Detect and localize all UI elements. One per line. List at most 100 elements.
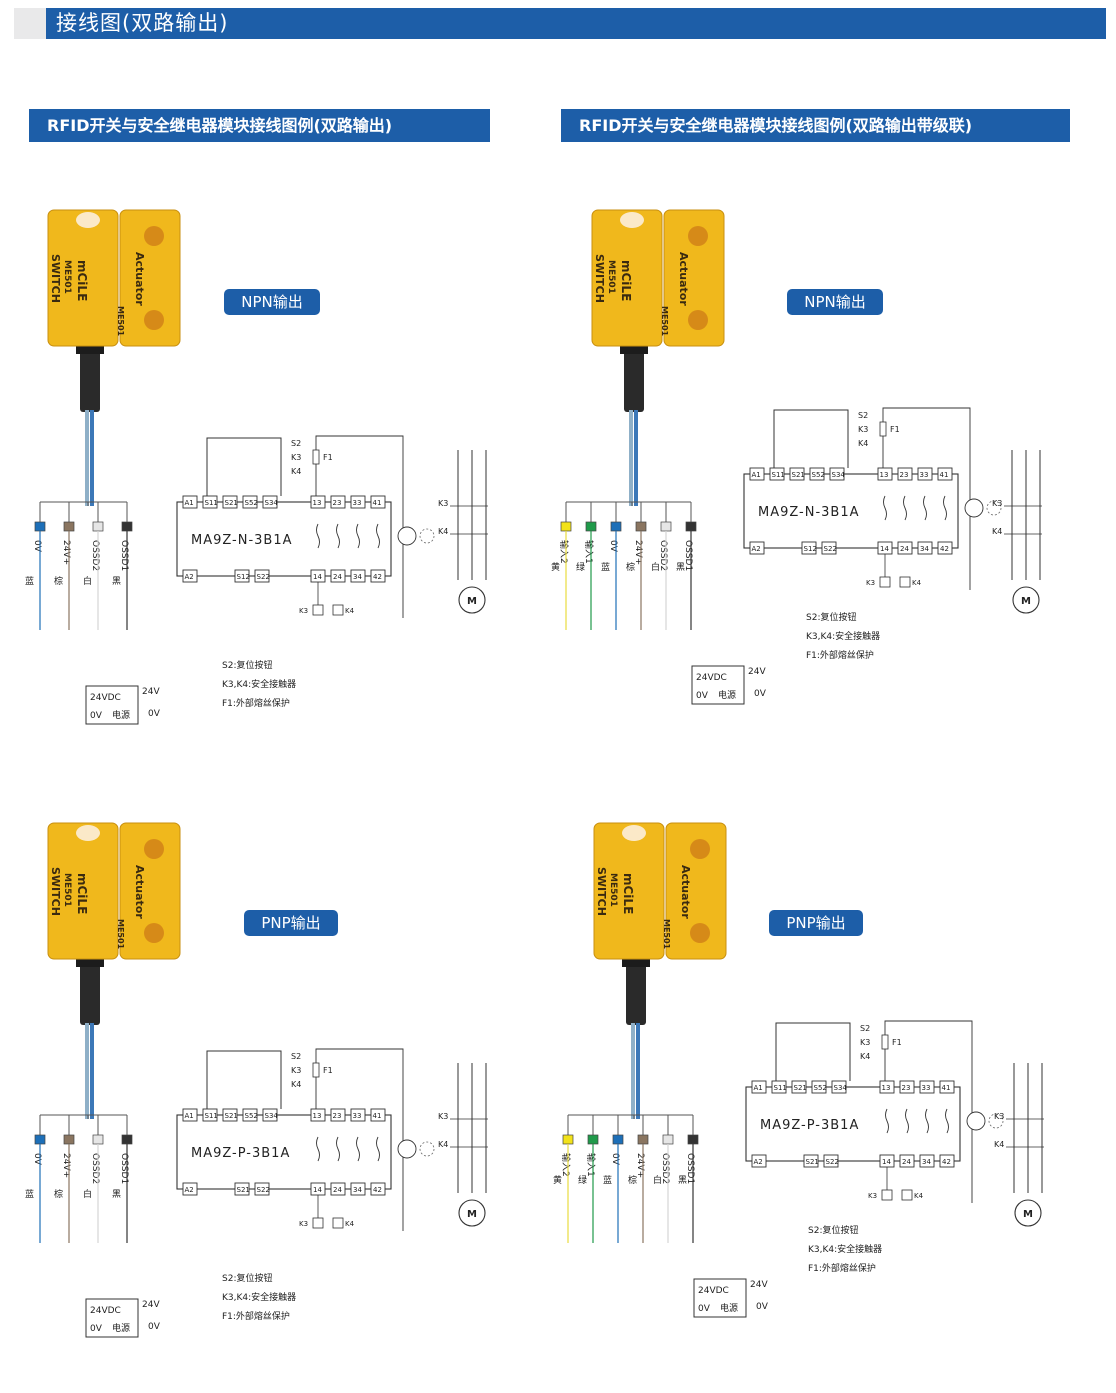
terminal-label: S34: [832, 471, 846, 479]
wire-terminal-swatch: [121, 1134, 133, 1145]
cable-gland: [80, 963, 100, 1025]
contact-symbol: [925, 1108, 929, 1134]
terminal: [749, 541, 765, 555]
terminal: [254, 1182, 270, 1196]
wire-terminal-swatch: [562, 1134, 574, 1145]
wire-signal-label: 输入1: [585, 1153, 597, 1177]
power-zero-label: 0V: [90, 711, 103, 721]
terminal: [350, 569, 366, 583]
terminal-label: 41: [373, 499, 382, 507]
supply-return: [882, 407, 971, 590]
section-title-left: RFID开关与安全继电器模块接线图例(双路输出): [29, 109, 490, 142]
terminal: [350, 1108, 366, 1122]
side-model-label: ME501: [116, 919, 125, 950]
power-zero-label: 0V: [696, 691, 709, 701]
contact-symbol: [356, 1136, 360, 1162]
motor-icon: [1012, 586, 1040, 614]
switch-brand-logo: mCiLE: [75, 873, 89, 914]
wire-color-label: 黑: [112, 576, 121, 587]
wire-terminal-swatch: [34, 1134, 46, 1145]
switch-brand-logo: mCiLE: [621, 873, 635, 914]
terminal: [769, 467, 785, 481]
wire-terminal-swatch: [587, 1134, 599, 1145]
wire-terminal-swatch: [662, 1134, 674, 1145]
terminal: [789, 467, 805, 481]
wire-signal-label: 24V+: [633, 540, 643, 565]
k3-aux-label: K3: [291, 1066, 301, 1075]
indicator-icon: [419, 528, 435, 544]
legend-item: F1:外部熔丝保护: [806, 649, 874, 661]
terminal-label: 23: [333, 499, 342, 507]
terminal-label: 13: [882, 1084, 891, 1092]
wire-signal-label: OSSD1: [119, 540, 129, 571]
s2-label: S2: [291, 1052, 301, 1061]
terminal: [202, 495, 218, 509]
terminal-label: A2: [752, 545, 761, 553]
terminal-label: S21: [794, 1084, 807, 1092]
wire-terminal-swatch: [92, 521, 104, 532]
motor-label: M: [467, 1209, 477, 1220]
wire-signal-label: OSSD1: [685, 1153, 695, 1184]
power-0v-label: 0V: [148, 709, 161, 719]
terminal-label: 13: [880, 471, 889, 479]
terminal: [182, 495, 198, 509]
screw-hole-icon: [144, 310, 164, 330]
terminal: [919, 1080, 935, 1094]
cable-core-a: [631, 1023, 635, 1119]
contactor-k4-label: K4: [438, 1140, 448, 1149]
terminal-label: 33: [922, 1084, 931, 1092]
ground-symbol-icon: [397, 526, 417, 546]
terminal: [310, 495, 326, 509]
coil-k4-label: K4: [345, 1220, 355, 1228]
wire-signal-label: 0V: [32, 1153, 42, 1166]
terminal: [222, 495, 238, 509]
wire-signal-label: OSSD2: [90, 1153, 100, 1184]
terminal-label: 14: [882, 1158, 891, 1166]
power-zero-label: 0V: [698, 1304, 711, 1314]
power-0v-label: 0V: [754, 689, 767, 699]
output-mode-badge-2: NPN输出: [787, 289, 883, 315]
coil-k4-icon: [332, 1217, 344, 1229]
wire-terminal-swatch: [610, 521, 622, 532]
contact-symbol: [336, 1136, 340, 1162]
power-supply: [693, 1278, 747, 1318]
switch-type-label: SWITCH: [595, 867, 608, 916]
terminal-label: 24: [333, 1186, 342, 1194]
terminal: [803, 1154, 819, 1168]
motor-label: M: [1023, 1209, 1033, 1220]
ground-symbol-icon: [964, 498, 984, 518]
coil-k4-label: K4: [914, 1192, 924, 1200]
terminal-label: 33: [353, 499, 362, 507]
terminal: [751, 1080, 767, 1094]
terminal-label: S12: [804, 545, 817, 553]
switch-model-label: ME501: [62, 260, 72, 294]
terminal: [202, 1108, 218, 1122]
wire-terminal-swatch: [637, 1134, 649, 1145]
motor-label: M: [467, 596, 477, 607]
reset-loop: [775, 1022, 851, 1081]
terminal-label: 13: [313, 499, 322, 507]
wire-color-label: 白: [83, 1188, 92, 1200]
output-mode-badge-1: NPN输出: [224, 289, 320, 315]
terminal: [370, 495, 386, 509]
switch-body: [47, 209, 119, 347]
terminal-label: A1: [754, 1084, 763, 1092]
actuator-body: [665, 822, 727, 960]
power-name-label: 电源: [112, 1322, 130, 1334]
switch-brand-logo: mCiLE: [619, 260, 633, 301]
output-mode-badge-3: PNP输出: [244, 910, 338, 936]
terminal-label: A1: [185, 499, 194, 507]
screw-hole-icon: [688, 310, 708, 330]
contact-symbol: [336, 523, 340, 549]
wire-signal-label: OSSD2: [90, 540, 100, 571]
fuse-icon: [312, 449, 320, 465]
terminal-label: S22: [824, 545, 837, 553]
switch-body: [591, 209, 663, 347]
terminal: [182, 1182, 198, 1196]
terminal-label: S11: [205, 1112, 218, 1120]
wire-color-label: 棕: [626, 561, 635, 573]
cable-core-b: [634, 410, 638, 506]
terminal-label: 13: [313, 1112, 322, 1120]
